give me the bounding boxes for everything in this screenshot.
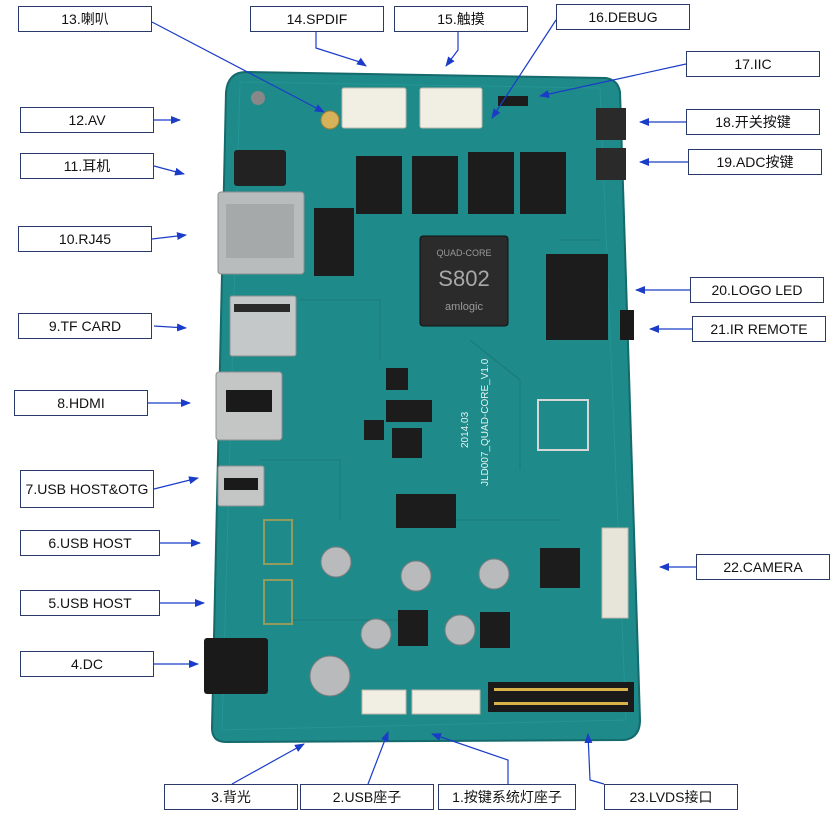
camera-connector (601, 527, 629, 619)
callout-iic: 17.IIC (686, 51, 820, 77)
callout-usb-host-5: 5.USB HOST (20, 590, 160, 616)
callout-usb-host-6: 6.USB HOST (20, 530, 160, 556)
callout-rj45: 10.RJ45 (18, 226, 152, 252)
soc-model-label: S802 (438, 266, 489, 291)
usb-socket (361, 689, 407, 715)
silk-model: JLD007_QUAD-CORE_V1.0 (480, 358, 491, 486)
callout-lvds: 23.LVDS接口 (604, 784, 738, 810)
callout-logo-led: 20.LOGO LED (690, 277, 824, 303)
callout-dc: 4.DC (20, 651, 154, 677)
callout-power-key: 18.开关按键 (686, 109, 820, 135)
callout-headphone: 11.耳机 (20, 153, 154, 179)
callout-spdif: 14.SPDIF (250, 6, 384, 32)
speaker-pad (320, 110, 340, 130)
callout-ir-remote: 21.IR REMOTE (692, 316, 826, 342)
headphone-jack (234, 150, 286, 186)
callout-key-led-socket: 1.按键系统灯座子 (438, 784, 576, 810)
power-button (596, 108, 626, 140)
touch-connector (419, 87, 483, 129)
silk-date: 2014.03 (460, 411, 471, 448)
dc-jack (204, 638, 268, 694)
callout-tf-card: 9.TF CARD (18, 313, 152, 339)
spdif-connector (341, 87, 407, 129)
lvds-connector (488, 682, 634, 712)
callout-debug: 16.DEBUG (556, 4, 690, 30)
soc-brand-label: amlogic (445, 301, 483, 313)
callout-backlight: 3.背光 (164, 784, 298, 810)
callout-av: 12.AV (20, 107, 154, 133)
callout-hdmi: 8.HDMI (14, 390, 148, 416)
callout-camera: 22.CAMERA (696, 554, 830, 580)
callout-usb-host-otg: 7.USB HOST&OTG (20, 470, 154, 508)
callout-adc-key: 19.ADC按键 (688, 149, 822, 175)
debug-pins (498, 96, 528, 106)
adc-button (596, 148, 626, 180)
soc-sub-label: QUAD-CORE (436, 248, 491, 258)
soc-chip (419, 235, 509, 327)
key-led-socket (411, 689, 481, 715)
callout-touch: 15.触摸 (394, 6, 528, 32)
callout-speaker: 13.喇叭 (18, 6, 152, 32)
callout-usb-socket: 2.USB座子 (300, 784, 434, 810)
ir-receiver (620, 310, 634, 340)
